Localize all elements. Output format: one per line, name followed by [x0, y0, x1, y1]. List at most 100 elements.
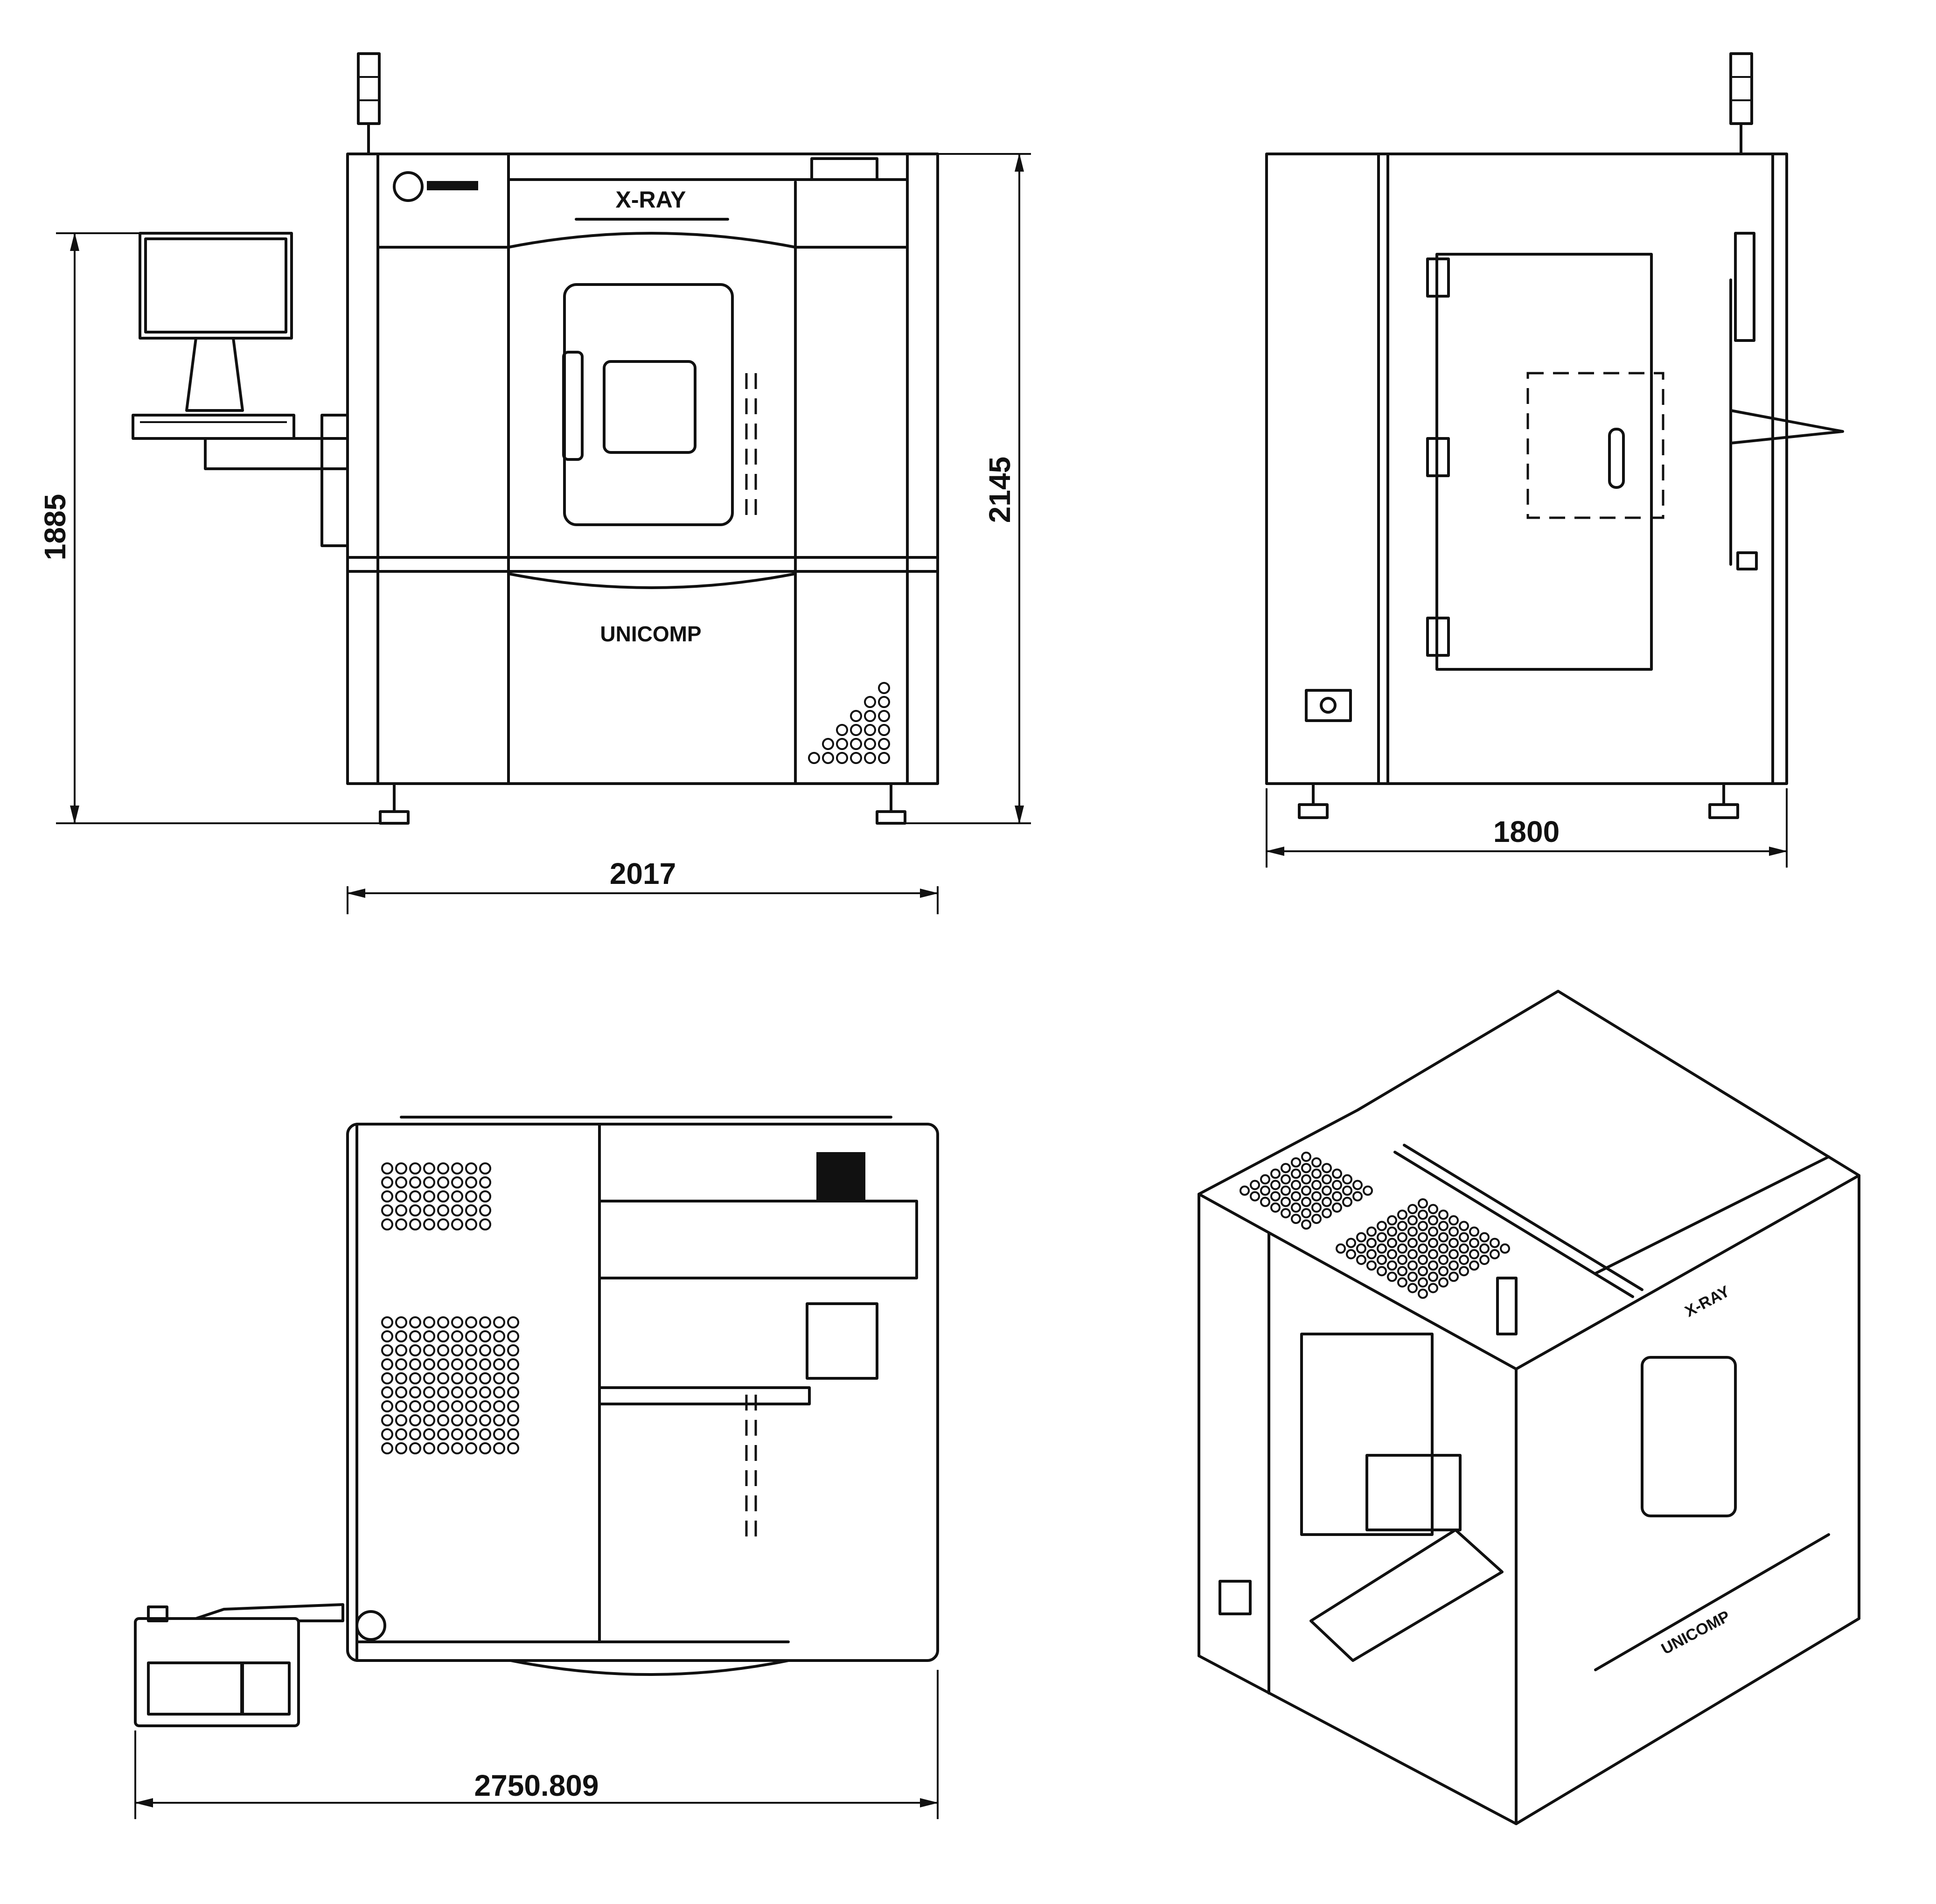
vent-hole	[1260, 1196, 1270, 1207]
vent-hole	[465, 1204, 477, 1216]
vent-hole	[395, 1316, 407, 1328]
vent-hole	[423, 1386, 435, 1398]
vent-hole	[493, 1400, 505, 1412]
vent-hole	[1397, 1243, 1407, 1254]
side-width-dimension: 1800	[1493, 815, 1560, 848]
vent-hole	[507, 1442, 519, 1454]
vent-hole	[1459, 1243, 1469, 1254]
vent-hole	[507, 1400, 519, 1412]
vent-hole	[395, 1428, 407, 1440]
vent-hole	[1291, 1157, 1301, 1168]
vent-hole	[479, 1190, 491, 1202]
vent-hole	[1311, 1157, 1322, 1168]
vent-hole	[1281, 1196, 1291, 1207]
vent-hole	[465, 1442, 477, 1454]
vent-hole	[1301, 1196, 1311, 1207]
vent-hole	[1387, 1249, 1397, 1259]
vent-hole	[1428, 1215, 1438, 1226]
vent-hole	[409, 1428, 421, 1440]
vent-hole	[1291, 1202, 1301, 1213]
vent-hole	[381, 1372, 393, 1384]
vent-hole	[409, 1344, 421, 1356]
vent-hole	[1387, 1260, 1397, 1271]
vent-hole	[381, 1330, 393, 1342]
vent-hole	[437, 1428, 449, 1440]
vent-hole	[1397, 1209, 1407, 1220]
vent-hole	[381, 1358, 393, 1370]
vent-hole	[423, 1358, 435, 1370]
vent-hole	[1366, 1237, 1377, 1248]
vent-hole	[1418, 1255, 1428, 1265]
vent-hole	[395, 1176, 407, 1188]
front-height-dimension: 1885	[38, 494, 72, 560]
vent-hole	[1346, 1249, 1356, 1259]
vent-hole	[395, 1442, 407, 1454]
vent-hole	[465, 1400, 477, 1412]
front-view	[56, 52, 1031, 914]
vent-hole	[493, 1386, 505, 1398]
vent-hole	[479, 1316, 491, 1328]
vent-hole	[1407, 1249, 1418, 1259]
vent-hole	[1387, 1237, 1397, 1248]
vent-hole	[1418, 1232, 1428, 1243]
vent-hole	[451, 1204, 463, 1216]
vent-hole	[381, 1218, 393, 1230]
vent-hole	[1418, 1209, 1428, 1220]
vent-hole	[423, 1372, 435, 1384]
vent-hole	[1270, 1168, 1281, 1179]
vent-hole	[465, 1414, 477, 1426]
vent-hole	[381, 1414, 393, 1426]
vent-hole	[1301, 1152, 1311, 1162]
vent-hole	[493, 1316, 505, 1328]
vent-hole	[465, 1330, 477, 1342]
vent-hole	[1291, 1214, 1301, 1224]
vent-hole	[1311, 1202, 1322, 1213]
vent-hole	[409, 1218, 421, 1230]
vent-hole	[1449, 1226, 1459, 1237]
vent-hole	[507, 1344, 519, 1356]
vent-hole	[1322, 1174, 1332, 1185]
vent-hole	[507, 1358, 519, 1370]
vent-hole	[451, 1386, 463, 1398]
vent-hole	[1301, 1174, 1311, 1185]
vent-hole	[1438, 1221, 1449, 1231]
vent-hole	[1438, 1232, 1449, 1243]
vent-hole	[1490, 1249, 1500, 1259]
vent-hole	[451, 1176, 463, 1188]
vent-hole	[1322, 1208, 1332, 1218]
vent-hole	[493, 1442, 505, 1454]
vent-hole	[479, 1442, 491, 1454]
vent-hole	[1366, 1260, 1377, 1271]
vent-hole	[451, 1344, 463, 1356]
vent-hole	[1332, 1168, 1342, 1179]
vent-hole	[1291, 1168, 1301, 1179]
vent-hole	[423, 1428, 435, 1440]
vent-hole	[1438, 1255, 1449, 1265]
vent-hole	[1281, 1163, 1291, 1174]
vent-hole	[409, 1162, 421, 1174]
vent-hole	[1342, 1174, 1352, 1185]
front-width-dimension: 2017	[610, 857, 676, 890]
vent-hole	[465, 1344, 477, 1356]
vent-hole	[465, 1162, 477, 1174]
vent-hole	[1240, 1185, 1250, 1196]
vent-hole	[423, 1344, 435, 1356]
vent-hole	[437, 1400, 449, 1412]
vent-hole	[507, 1316, 519, 1328]
vent-hole	[1377, 1221, 1387, 1231]
vent-hole	[493, 1414, 505, 1426]
front-brand-label: UNICOMP	[600, 622, 701, 646]
vent-hole	[1407, 1272, 1418, 1282]
top-vent-holes-lower	[381, 1316, 519, 1454]
vent-hole	[1291, 1191, 1301, 1202]
vent-hole	[1270, 1202, 1281, 1213]
vent-hole	[479, 1344, 491, 1356]
vent-hole	[507, 1372, 519, 1384]
vent-hole	[465, 1190, 477, 1202]
vent-hole	[1352, 1180, 1363, 1190]
vent-hole	[395, 1400, 407, 1412]
vent-hole	[1469, 1237, 1479, 1248]
vent-hole	[1428, 1226, 1438, 1237]
vent-hole	[437, 1330, 449, 1342]
vent-hole	[423, 1330, 435, 1342]
